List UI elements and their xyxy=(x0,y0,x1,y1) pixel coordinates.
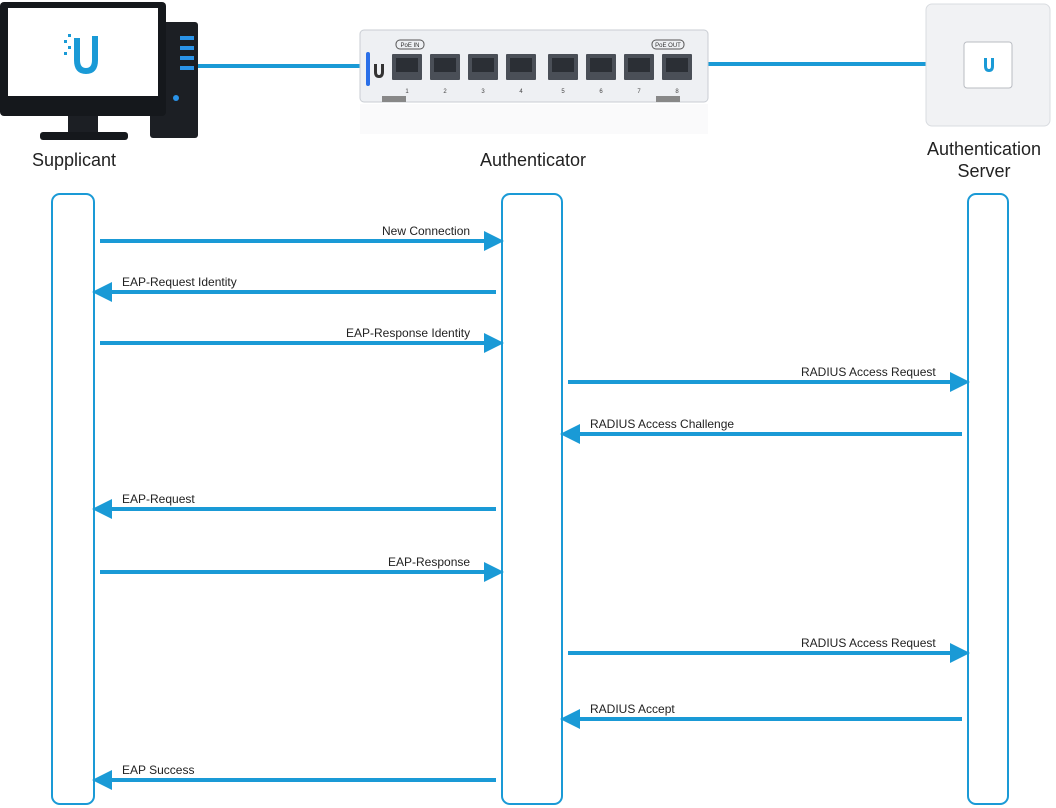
switch-port-label: 7 xyxy=(637,89,641,95)
switch-port-label: 4 xyxy=(519,89,523,95)
message-label: EAP-Request Identity xyxy=(122,275,237,289)
devices-illustration: PoE IN PoE OUT 1 2 3 4 5 6 7 8 xyxy=(0,2,1051,140)
switch-port-label: 3 xyxy=(481,89,485,95)
switch-ports: 1 2 3 4 5 6 7 8 xyxy=(392,54,692,95)
switch-port-socket xyxy=(590,58,612,72)
switch-port-socket xyxy=(666,58,688,72)
switch-port-socket xyxy=(628,58,650,72)
message-label: New Connection xyxy=(382,224,471,238)
switch-port-label: 2 xyxy=(443,89,447,95)
switch-port-label: 6 xyxy=(599,89,603,95)
lifeline-authenticator xyxy=(501,193,563,805)
switch-port-label: 1 xyxy=(405,89,409,95)
message-label: RADIUS Accept xyxy=(590,702,675,716)
message-label: EAP-Request xyxy=(122,492,195,506)
switch-port-socket xyxy=(510,58,532,72)
message-arrows xyxy=(92,231,970,790)
switch-port-socket xyxy=(396,58,418,72)
message-label: RADIUS Access Challenge xyxy=(590,417,735,431)
message-label: EAP Success xyxy=(122,763,195,777)
message-label: EAP-Response Identity xyxy=(346,326,471,340)
poe-in-label: PoE IN xyxy=(400,43,419,49)
participant-label-supplicant: Supplicant xyxy=(31,150,117,170)
network-switch-icon: PoE IN PoE OUT 1 2 3 4 5 6 7 8 xyxy=(359,29,709,134)
message-label: RADIUS Access Request xyxy=(801,636,936,650)
lifeline-server xyxy=(967,193,1009,805)
message-label: RADIUS Access Request xyxy=(801,365,936,379)
wall-access-point-icon xyxy=(925,3,1051,127)
participant-label-authenticator: Authenticator xyxy=(479,150,587,170)
participant-label-server: Authentication Server xyxy=(912,138,1056,182)
participant-label-server-line1: Authentication xyxy=(926,139,1042,159)
switch-port-socket xyxy=(552,58,574,72)
switch-port-socket xyxy=(434,58,456,72)
switch-port-label: 8 xyxy=(675,89,679,95)
participant-label-server-line2: Server xyxy=(957,161,1011,181)
lifeline-supplicant xyxy=(51,193,95,805)
switch-port-socket xyxy=(472,58,494,72)
poe-out-label: PoE OUT xyxy=(655,43,681,49)
desktop-computer-icon xyxy=(0,2,198,140)
message-label: EAP-Response xyxy=(388,555,471,569)
switch-port-label: 5 xyxy=(561,89,565,95)
